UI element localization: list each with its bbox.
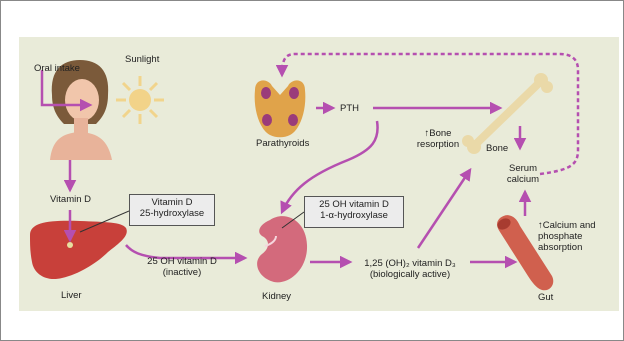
pth-label: PTH: [340, 103, 359, 114]
oh-vitamin-d-line1: 25 OH vitamin D: [130, 256, 234, 267]
oral-intake-label: Oral intake: [34, 63, 80, 74]
sunlight-label: Sunlight: [125, 54, 159, 65]
parathyroids-label: Parathyroids: [256, 138, 309, 149]
bone-label: Bone: [486, 143, 508, 154]
calcium-absorption-line3: absorption: [538, 242, 596, 253]
liver-label: Liver: [61, 290, 82, 301]
bone-resorption-line2: resorption: [408, 139, 468, 150]
serum-calcium-line2: calcium: [500, 174, 546, 185]
gut-label: Gut: [538, 292, 553, 303]
kidney-enzyme-box: 25 OH vitamin D 1-α-hydroxylase: [304, 196, 404, 228]
oh-vitamin-d-label: 25 OH vitamin D (inactive): [130, 256, 234, 278]
kidney-enzyme-line2: 1-α-hydroxylase: [309, 210, 399, 221]
feedback-arrow-dashed: [282, 54, 578, 174]
bone-resorption-label: ↑Bone resorption: [408, 128, 468, 150]
calcitriol-line1: 1,25 (OH)₂ vitamin D₃: [352, 258, 468, 269]
sunlight-icon: [116, 76, 164, 124]
calcitriol-label: 1,25 (OH)₂ vitamin D₃ (biologically acti…: [352, 258, 468, 280]
kidney-enzyme-line1: 25 OH vitamin D: [309, 199, 399, 210]
parathyroids-illustration: [255, 80, 306, 137]
liver-illustration: [30, 221, 127, 279]
calcitriol-line2: (biologically active): [352, 269, 468, 280]
kidney-label: Kidney: [262, 291, 291, 302]
person-illustration: [50, 60, 112, 160]
serum-calcium-line1: Serum: [500, 163, 546, 174]
serum-calcium-label: Serum calcium: [500, 163, 546, 185]
calcium-absorption-line1: ↑Calcium and: [538, 220, 596, 231]
calcium-absorption-line2: phosphate: [538, 231, 596, 242]
bone-resorption-line1: ↑Bone: [408, 128, 468, 139]
liver-enzyme-line2: 25-hydroxylase: [134, 208, 210, 219]
liver-enzyme-line1: Vitamin D: [134, 197, 210, 208]
liver-enzyme-box: Vitamin D 25-hydroxylase: [129, 194, 215, 226]
vitamin-d-label: Vitamin D: [50, 194, 91, 205]
oh-vitamin-d-line2: (inactive): [130, 267, 234, 278]
calcium-absorption-label: ↑Calcium and phosphate absorption: [538, 220, 596, 253]
kidney-illustration: [257, 216, 307, 282]
bone-illustration: [462, 73, 553, 154]
